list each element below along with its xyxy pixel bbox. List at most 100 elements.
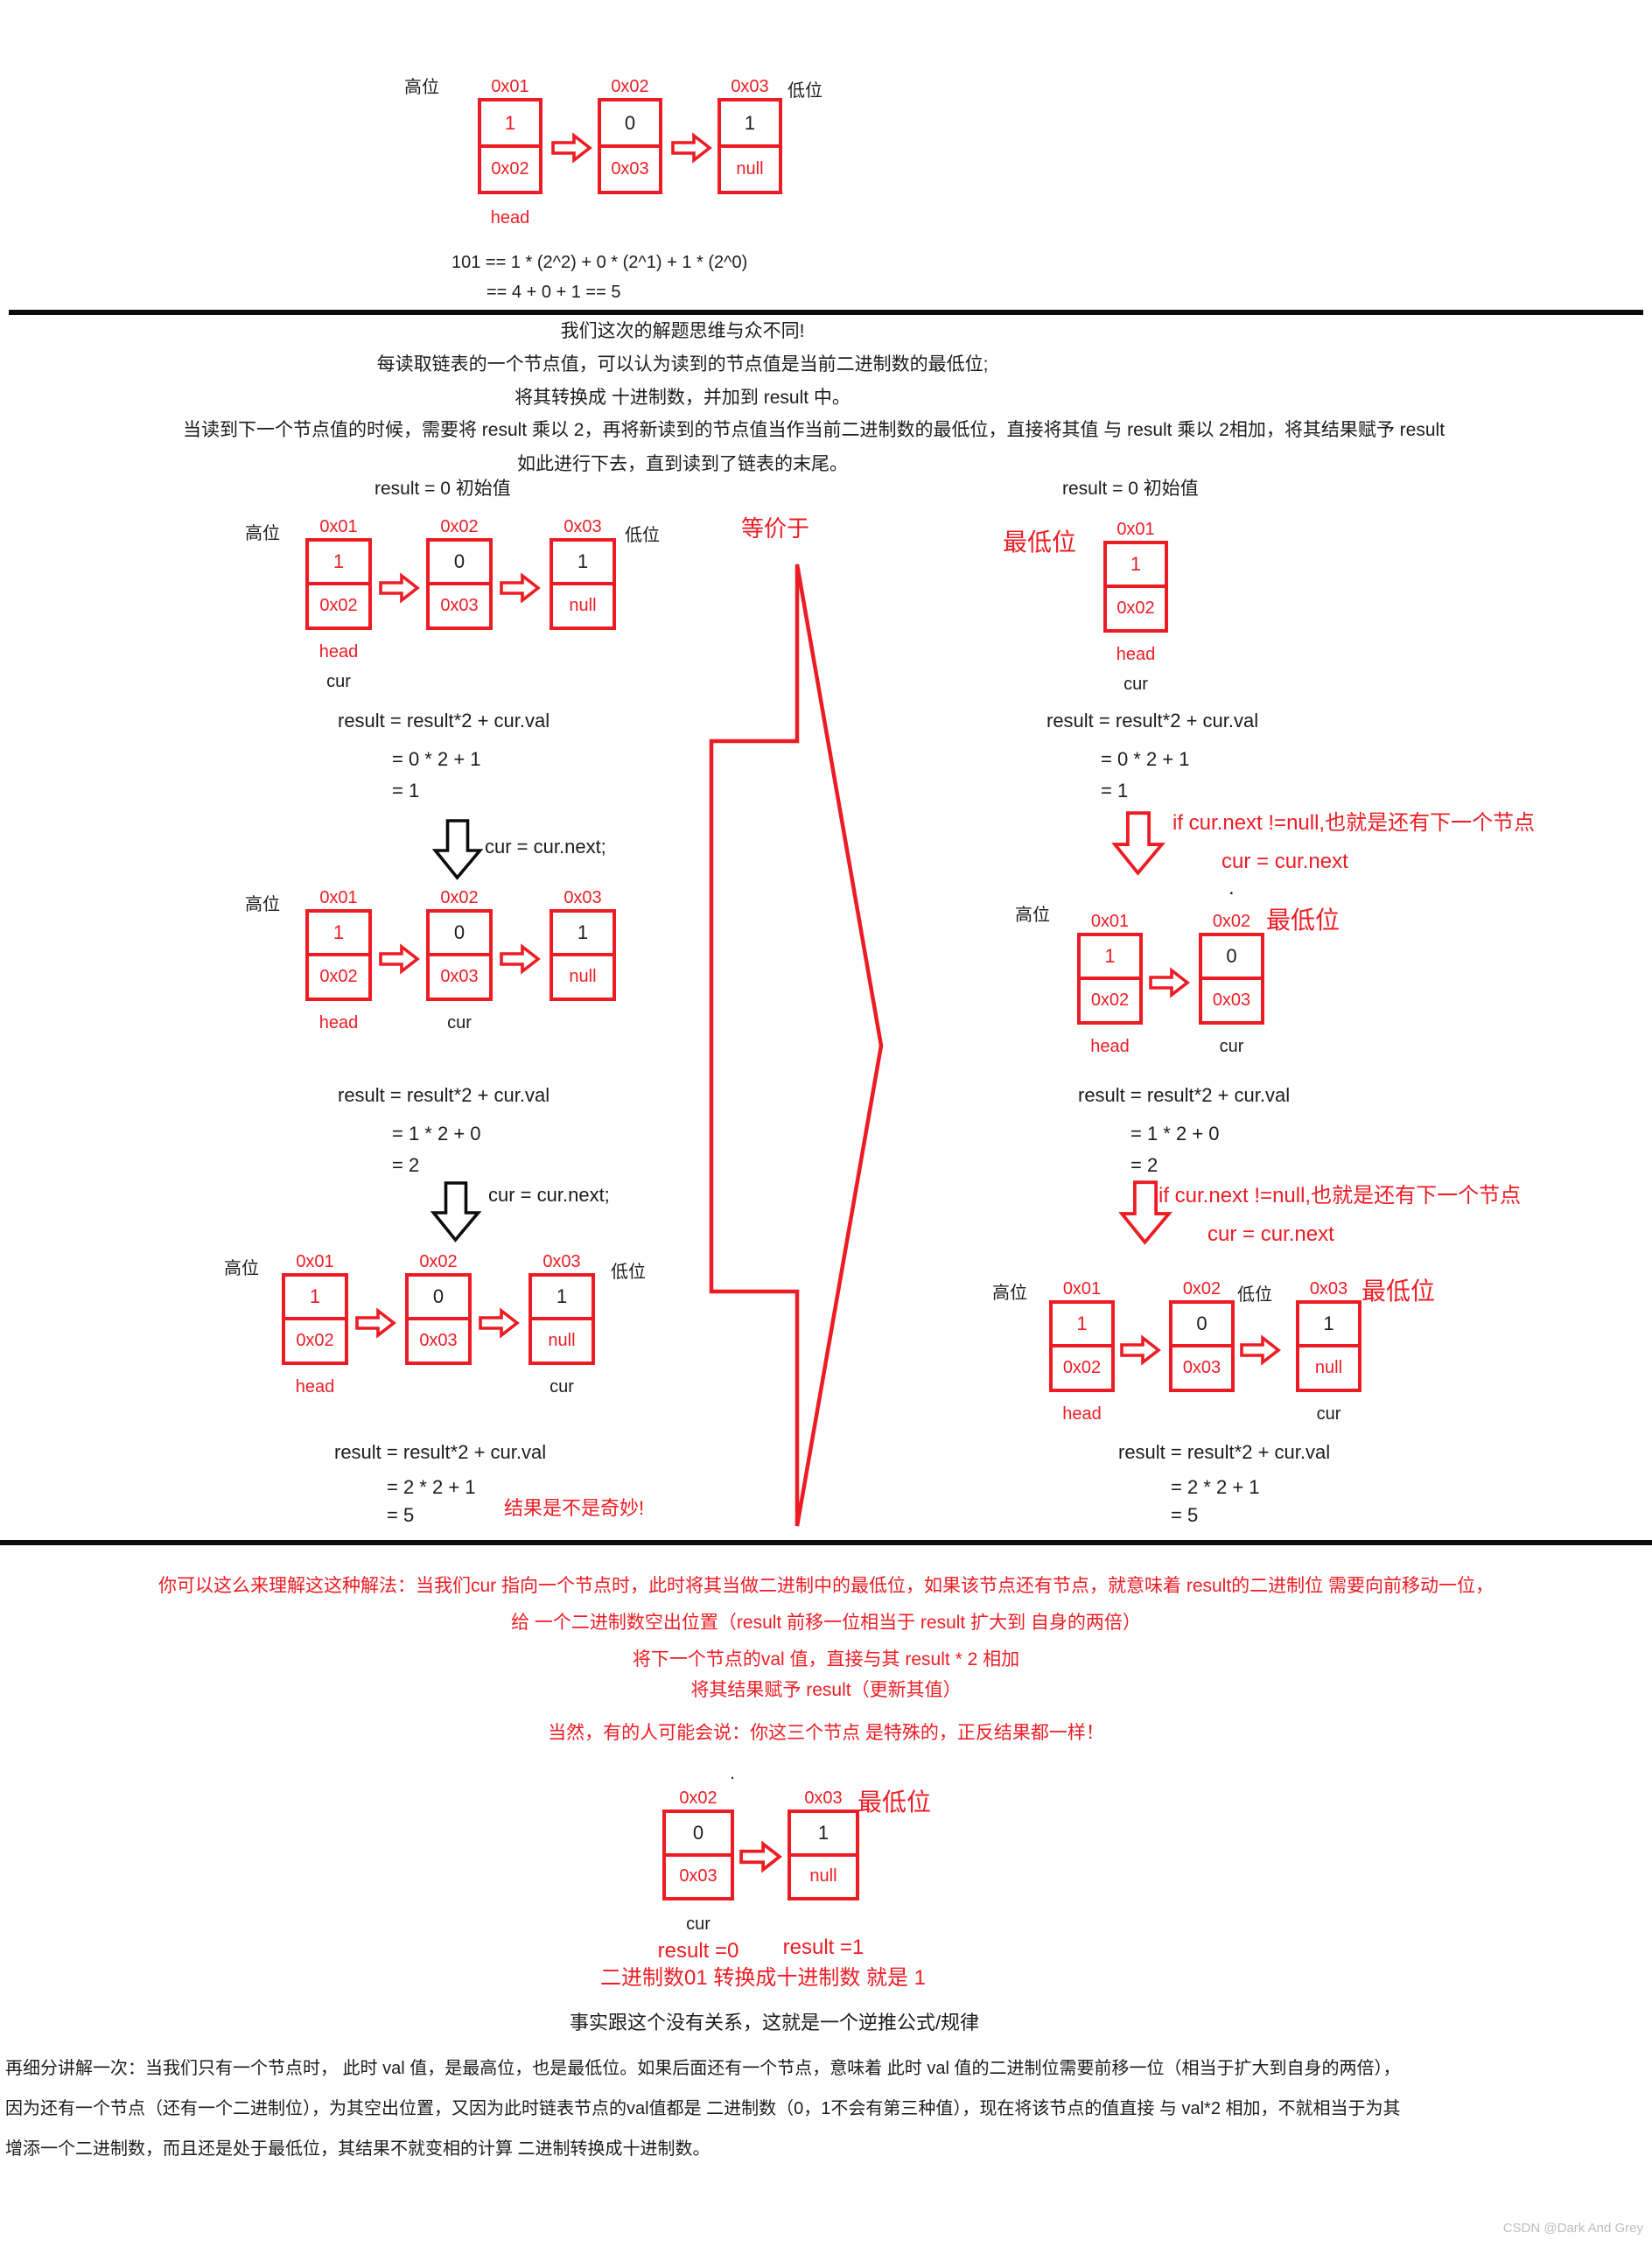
bottom-para-line3: 增添一个二进制数，而且还是处于最低位，其结果不就变相的计算 二进制转换成十进制数… <box>5 2139 710 2159</box>
node-value: 1 <box>532 1277 592 1321</box>
node-address-label: 0x02 <box>679 1788 718 1808</box>
node-pointer-label: result =1 <box>782 1936 864 1959</box>
node-value: 1 <box>1107 544 1165 589</box>
node-next-pointer: null <box>736 159 764 178</box>
next-arrow-icon <box>551 132 592 164</box>
node-pointer-label: head <box>1062 1404 1102 1424</box>
right-f1-line3: = 1 <box>1101 780 1129 802</box>
node-address-label: 0x02 <box>1212 912 1251 931</box>
next-arrow-icon <box>1149 967 1190 998</box>
next-arrow-icon <box>500 943 541 975</box>
node-next-pointer: 0x02 <box>319 967 358 987</box>
right-f1-line1: result = result*2 + cur.val <box>1046 710 1259 732</box>
next-arrow-icon <box>479 1307 520 1339</box>
node-value: 1 <box>285 1277 345 1321</box>
left-f2-line3: = 2 <box>392 1154 420 1176</box>
watermark: CSDN @Dark And Grey <box>1502 2221 1643 2236</box>
top-binary-formula-line1: 101 == 1 * (2^2) + 0 * (2^1) + 1 * (2^0) <box>452 253 748 272</box>
right-if2-line2: cur = cur.next <box>1208 1222 1334 1246</box>
left-f2-line1: result = result*2 + cur.val <box>338 1084 550 1106</box>
left-f1-line3: = 1 <box>392 780 420 802</box>
node-pointer-label: head <box>1116 645 1156 664</box>
step-down-arrow-icon <box>430 1181 482 1242</box>
node-pointer-label: head <box>318 1013 359 1032</box>
if-next-down-arrow-icon <box>1118 1180 1172 1245</box>
next-arrow-icon <box>500 572 541 604</box>
node-pointer-label: head <box>295 1377 335 1396</box>
node-address-label: 0x02 <box>611 77 649 96</box>
node-address-label: 0x01 <box>296 1252 334 1271</box>
node-address-label: 0x03 <box>804 1788 843 1808</box>
node-value: 0 <box>409 1277 468 1321</box>
equivalence-label: 等价于 <box>741 515 810 542</box>
right-d1-lowest-bit: 最低位 <box>1003 528 1077 556</box>
node-value: 1 <box>309 542 368 586</box>
node-next-pointer: 0x03 <box>611 159 649 178</box>
small-diagram-lowest-bit: 最低位 <box>858 1788 932 1816</box>
equivalence-bracket <box>709 564 884 1527</box>
node-address-label: 0x02 <box>440 888 479 907</box>
right-d2-lowest-bit: 最低位 <box>1266 906 1340 934</box>
node-pointer-label: cur <box>1316 1404 1341 1424</box>
node-pointer-label: cur <box>326 672 351 691</box>
top-node-2: 0x02 0 0x03 <box>598 77 662 194</box>
right-d3-low-bit: 低位 <box>1237 1285 1272 1305</box>
node-next-pointer: 0x02 <box>1116 598 1155 619</box>
node-address-label: 0x03 <box>731 77 769 96</box>
node-address-label: 0x02 <box>1182 1279 1222 1298</box>
left-d3-low-bit: 低位 <box>611 1263 646 1282</box>
intro-line-4: 当读到下一个节点值的时候，需要将 result 乘以 2，再将新读到的节点值当作… <box>182 420 1446 440</box>
node-next-pointer: null <box>1314 1358 1343 1378</box>
step-down-arrow-icon <box>431 819 484 880</box>
left-arrow1-label: cur = cur.next; <box>485 836 606 858</box>
left-d1-low-bit: 低位 <box>625 526 660 545</box>
node-pointer-label: head <box>318 642 359 662</box>
right-f2-line3: = 2 <box>1130 1154 1158 1176</box>
node-value: 0 <box>601 102 659 149</box>
node-pointer-label: cur <box>686 1914 710 1934</box>
node-next-pointer: 0x02 <box>491 159 529 178</box>
node-value: 0 <box>430 542 489 586</box>
section-divider <box>9 310 1643 315</box>
left-f1-line2: = 0 * 2 + 1 <box>392 748 481 770</box>
node-address-label: 0x03 <box>564 517 602 536</box>
node-next-pointer: 0x02 <box>1062 1358 1102 1378</box>
node-address-label: 0x01 <box>319 517 358 536</box>
top-high-bit-label: 高位 <box>404 78 439 97</box>
node-pointer-label: result =0 <box>657 1939 739 1963</box>
top-low-bit-label: 低位 <box>788 81 822 101</box>
node-next-pointer: 0x03 <box>1182 1358 1222 1378</box>
left-d2-high-bit: 高位 <box>245 895 280 914</box>
bottom-para-line1: 再细分讲解一次：当我们只有一个节点时， 此时 val 值，是最高位，也是最低位。… <box>5 2059 1401 2078</box>
node-next-pointer: 0x03 <box>1212 990 1251 1011</box>
right-d2-node-2: 0x02 0 0x03 cur <box>1199 912 1264 1056</box>
right-f1-line2: = 0 * 2 + 1 <box>1101 748 1190 770</box>
node-value: 1 <box>721 102 779 149</box>
binary01-note: 二进制数01 转换成十进制数 就是 1 <box>599 1966 927 1990</box>
intro-line-5: 如此进行下去，直到读到了链表的末尾。 <box>517 454 848 474</box>
node-value: 0 <box>1172 1304 1231 1348</box>
red-para-line4: 将其结果赋予 result（更新其值） <box>690 1680 962 1700</box>
node-next-pointer: null <box>809 1866 837 1886</box>
node-address-label: 0x03 <box>564 888 602 907</box>
next-arrow-icon <box>1120 1334 1161 1366</box>
node-pointer-label: cur <box>1219 1037 1244 1056</box>
node-pointer-label: head <box>1090 1037 1130 1056</box>
node-value: 1 <box>309 913 368 957</box>
node-value: 1 <box>1053 1304 1111 1348</box>
node-value: 1 <box>1081 936 1139 981</box>
node-value: 0 <box>1202 936 1261 981</box>
intro-line-3: 将其转换成 十进制数，并加到 result 中。 <box>514 388 850 408</box>
node-pointer-label: head <box>490 208 530 228</box>
right-if1-line1: if cur.next !=null,也就是还有下一个节点 <box>1172 811 1536 835</box>
left-f1-line1: result = result*2 + cur.val <box>338 710 550 732</box>
